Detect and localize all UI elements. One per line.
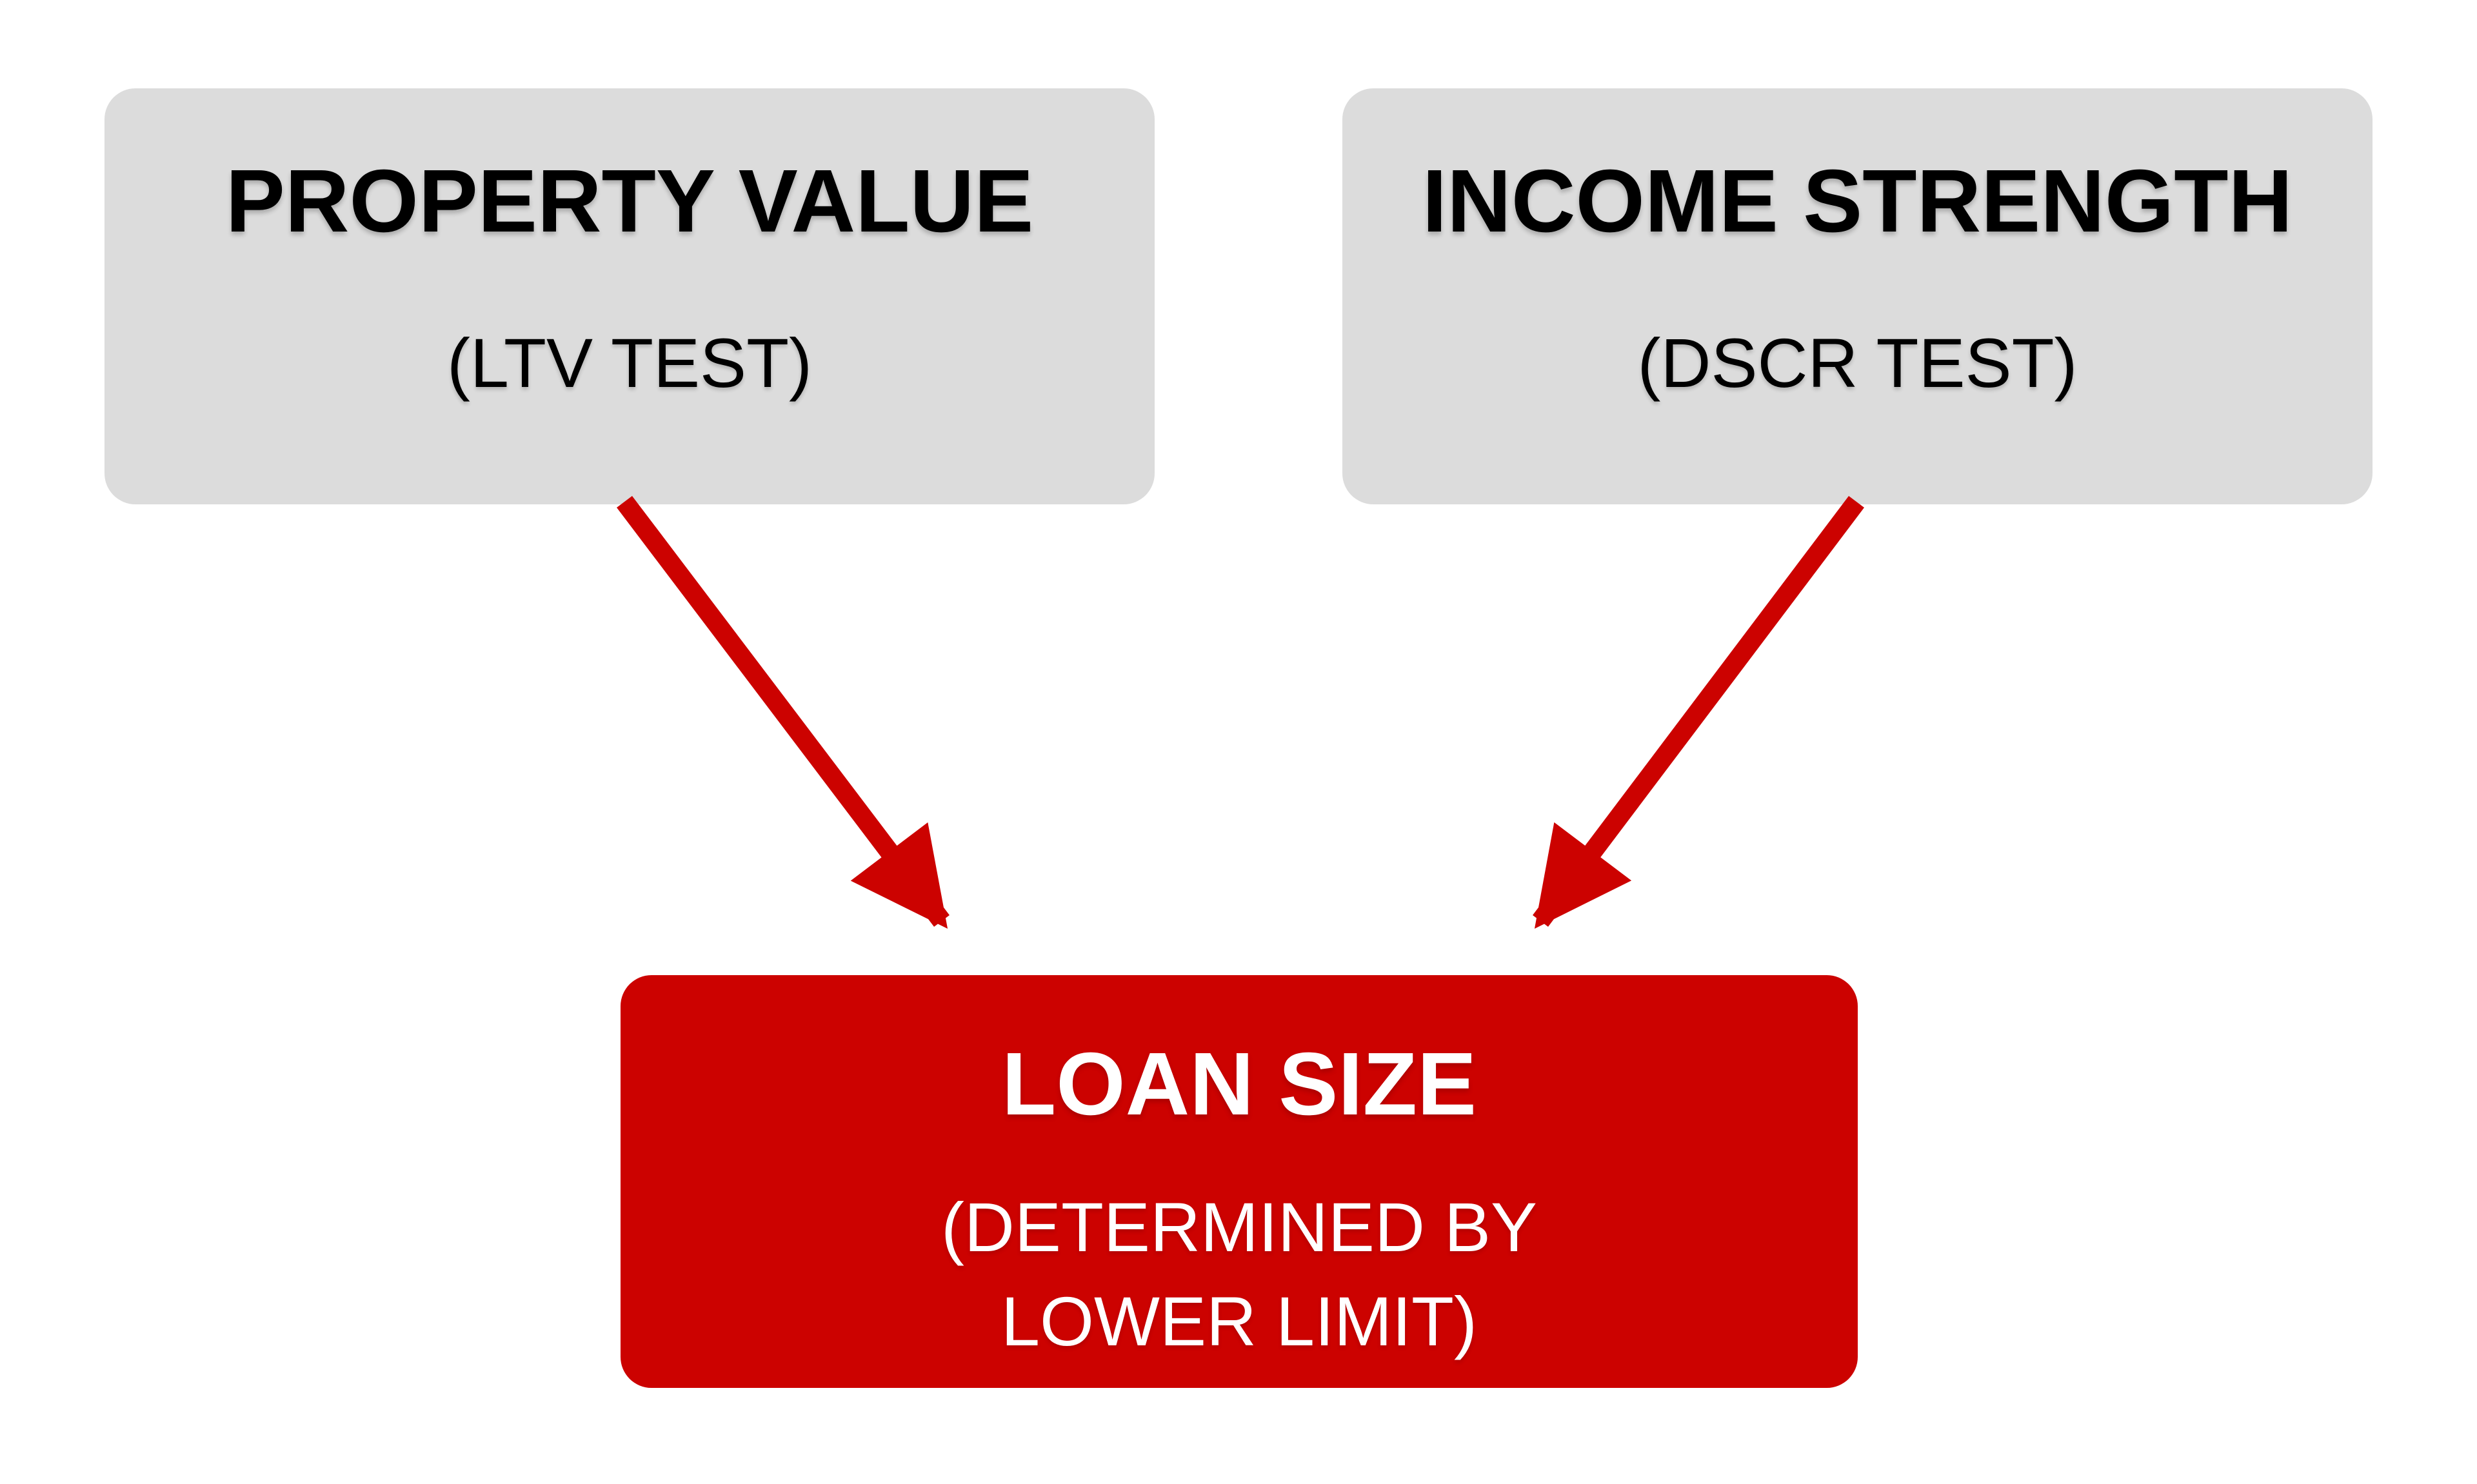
property-value-title: PROPERTY VALUE: [225, 152, 1034, 251]
loan-size-title: LOAN SIZE: [1001, 1034, 1477, 1134]
loan-size-subtitle-line-2: LOWER LIMIT): [1000, 1281, 1477, 1360]
arrow-income-to-loan: [1533, 495, 1864, 929]
node-income-strength: INCOME STRENGTH (DSCR TEST): [1342, 88, 2373, 504]
node-loan-size: LOAN SIZE (DETERMINED BY LOWER LIMIT): [621, 975, 1858, 1388]
loan-size-subtitle: (DETERMINED BY LOWER LIMIT): [941, 1180, 1537, 1369]
arrow-property-to-loan: [617, 495, 950, 929]
income-strength-subtitle: (DSCR TEST): [1637, 324, 2078, 402]
property-value-subtitle: (LTV TEST): [446, 324, 813, 402]
node-property-value: PROPERTY VALUE (LTV TEST): [104, 88, 1155, 504]
income-strength-title: INCOME STRENGTH: [1422, 152, 2293, 251]
loan-size-subtitle-line-1: (DETERMINED BY: [940, 1188, 1538, 1266]
